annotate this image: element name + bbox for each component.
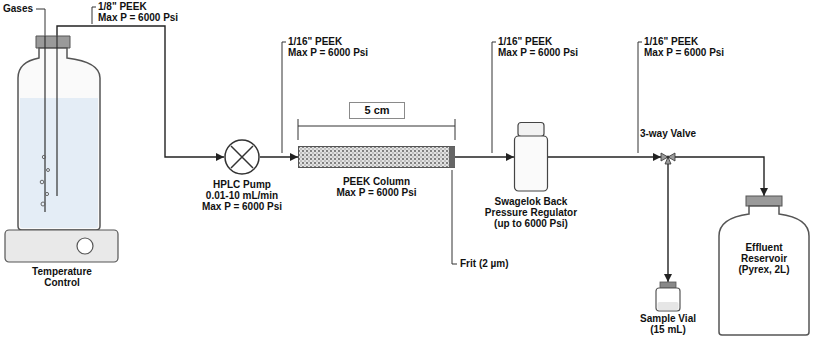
tubing-callout: 1/8" PEEK [98, 1, 147, 12]
node-title: Swagelok Back Pressure Regulator [476, 196, 586, 218]
back-pressure-regulator-shape [514, 122, 548, 192]
node-title: PEEK Column [298, 176, 455, 187]
tubing-connector [455, 156, 514, 157]
hplc-pump: HPLC Pump0.01-10 mL/minMax P = 6000 Psi [224, 139, 260, 175]
node-spec: 0.01-10 mL/min [184, 190, 300, 201]
frit-label: Frit (2 µm) [460, 258, 509, 269]
dimension-line [298, 119, 455, 140]
tubing-callout: Max P = 6000 Psi [644, 47, 724, 58]
node-spec: Max P = 6000 Psi [184, 201, 300, 212]
frit-leader [452, 170, 457, 264]
tubing-callout: Max P = 6000 Psi [498, 47, 578, 58]
node-title: HPLC Pump [184, 179, 300, 190]
sample-vial: Sample Vial(15 mL) [654, 282, 682, 312]
back-pressure-regulator: Swagelok Back Pressure Regulator(up to 6… [514, 122, 548, 192]
node-spec: Max P = 6000 Psi [298, 187, 455, 198]
node-title: Effluent Reservoir [724, 242, 804, 264]
tubing-connector [548, 156, 661, 157]
heated-reservoir: Temperature Control [5, 36, 120, 262]
callout-leader [492, 42, 496, 153]
effluent-reservoir: Effluent Reservoir(Pyrex, 2L) [716, 196, 812, 336]
dimension-label: 5 cm [349, 102, 405, 119]
node-spec: (15 mL) [628, 324, 708, 335]
tubing-connector [667, 164, 668, 282]
node-spec: (Pyrex, 2L) [724, 264, 804, 275]
gas-inlet-line [36, 9, 45, 36]
peek-column-shape [298, 146, 455, 168]
three-way-valve: 3-way Valve [661, 150, 675, 164]
tubing-callout: 1/16" PEEK [288, 36, 342, 47]
peek-column: PEEK ColumnMax P = 6000 Psi [298, 146, 455, 168]
tubing-connector [260, 156, 298, 157]
node-title: 3-way Valve [633, 128, 703, 139]
tubing-callout: Max P = 6000 Psi [288, 47, 368, 58]
node-spec: (up to 6000 Psi) [476, 218, 586, 229]
node-title: Temperature Control [22, 266, 102, 288]
tubing-callout: 1/16" PEEK [644, 36, 698, 47]
heated-reservoir-shape [5, 36, 120, 262]
tubing-callout: 1/16" PEEK [498, 36, 552, 47]
tubing-callout: Max P = 6000 Psi [98, 12, 178, 23]
node-title: Sample Vial [628, 313, 708, 324]
gas-label: Gases [3, 3, 33, 14]
callout-leader [282, 42, 286, 153]
callout-leader [92, 7, 96, 24]
hplc-pump-shape [224, 139, 260, 175]
three-way-valve-shape [661, 150, 675, 164]
tubing-connector [675, 157, 764, 196]
sample-vial-shape [654, 282, 682, 312]
